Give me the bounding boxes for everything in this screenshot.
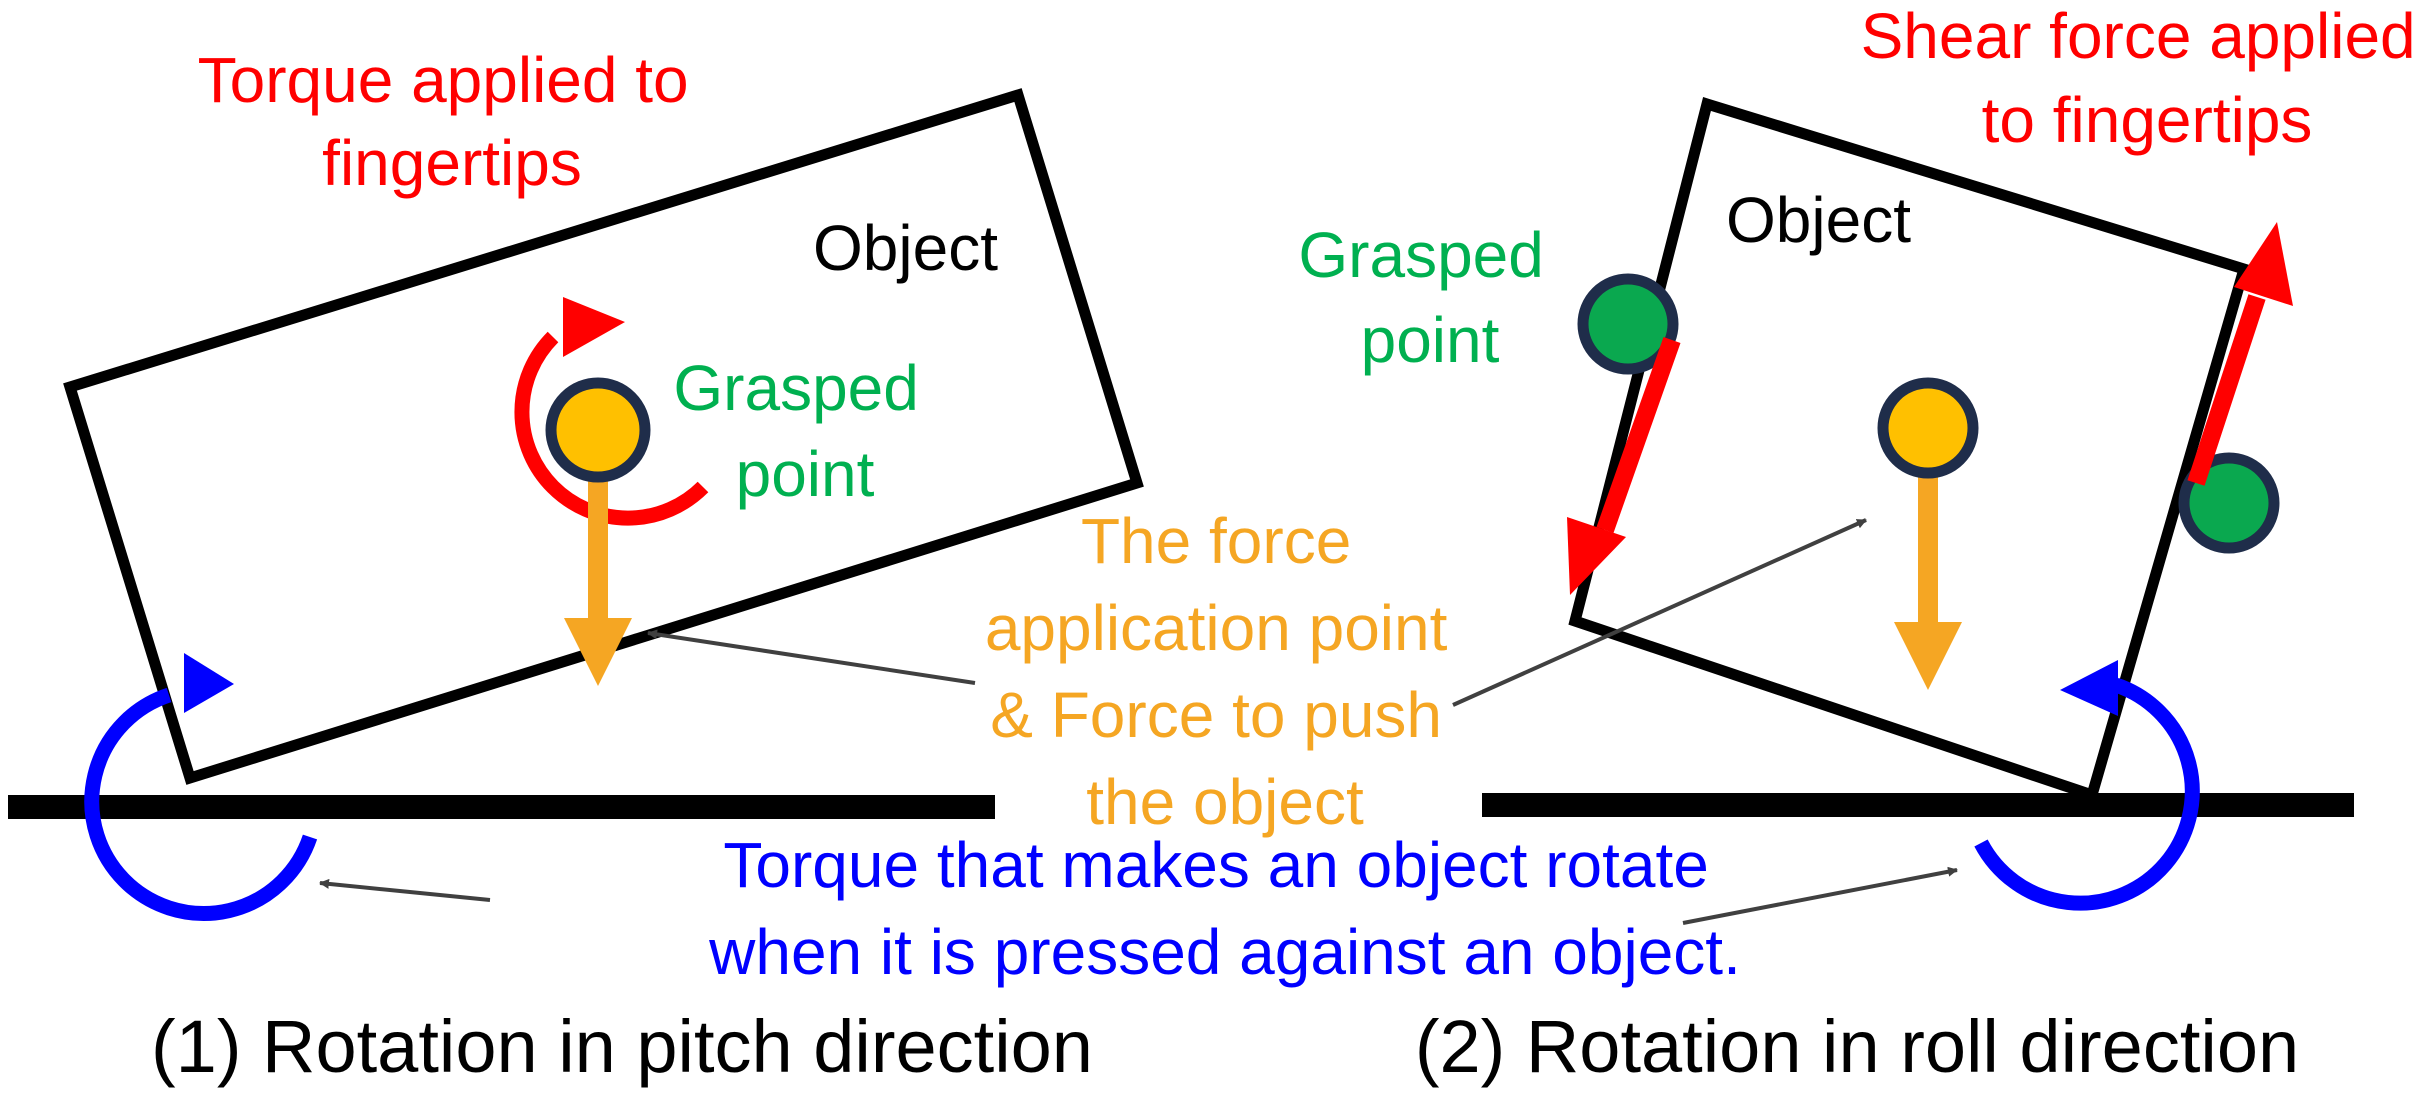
pointer-force-left xyxy=(647,629,976,685)
pointer-force-right xyxy=(1452,518,1867,707)
shear-force-down-shaft xyxy=(1596,337,1681,533)
label-torque-fingertips: Torque applied to fingertips xyxy=(198,44,707,199)
label-shear-force: Shear force applied to fingertips xyxy=(1861,0,2420,156)
press-torque-arrowhead-left-icon xyxy=(184,653,234,713)
object-rect-left xyxy=(63,88,1144,785)
torque-arc-icon xyxy=(514,331,709,526)
shear-force-down-arrowhead-icon xyxy=(1567,517,1626,595)
grasped-point-right-upper xyxy=(1577,273,1679,375)
shear-force-up-shaft xyxy=(2187,294,2266,486)
press-torque-arc-left-icon xyxy=(84,687,318,921)
label-object-left: Object xyxy=(813,212,998,284)
pointer-press-right xyxy=(1682,866,1958,925)
object-rect-right xyxy=(1568,97,2251,803)
grasped-point-right-lower xyxy=(2178,452,2280,554)
force-application-point-left xyxy=(545,377,651,483)
caption-pitch: (1) Rotation in pitch direction xyxy=(151,1005,1093,1088)
push-force-arrowhead-right xyxy=(1894,622,1962,690)
pointer-press-left xyxy=(319,878,491,902)
caption-roll: (2) Rotation in roll direction xyxy=(1415,1005,2299,1088)
force-application-point-right xyxy=(1877,377,1979,479)
label-force-application: The force application point & Force to p… xyxy=(985,505,1465,838)
torque-arrowhead-icon xyxy=(563,297,625,357)
shear-force-up-arrowhead-icon xyxy=(2234,222,2293,306)
press-torque-arrowhead-right-icon xyxy=(2060,660,2118,716)
push-force-arrowhead-left xyxy=(564,618,632,686)
press-torque-arc-right-icon xyxy=(1974,677,2200,911)
label-grasped-point-left: Grasped point xyxy=(673,352,936,510)
label-press-torque: Torque that makes an object rotate when … xyxy=(708,829,1741,988)
label-grasped-point-right: Grasped point xyxy=(1298,219,1561,376)
label-object-right: Object xyxy=(1726,184,1911,256)
